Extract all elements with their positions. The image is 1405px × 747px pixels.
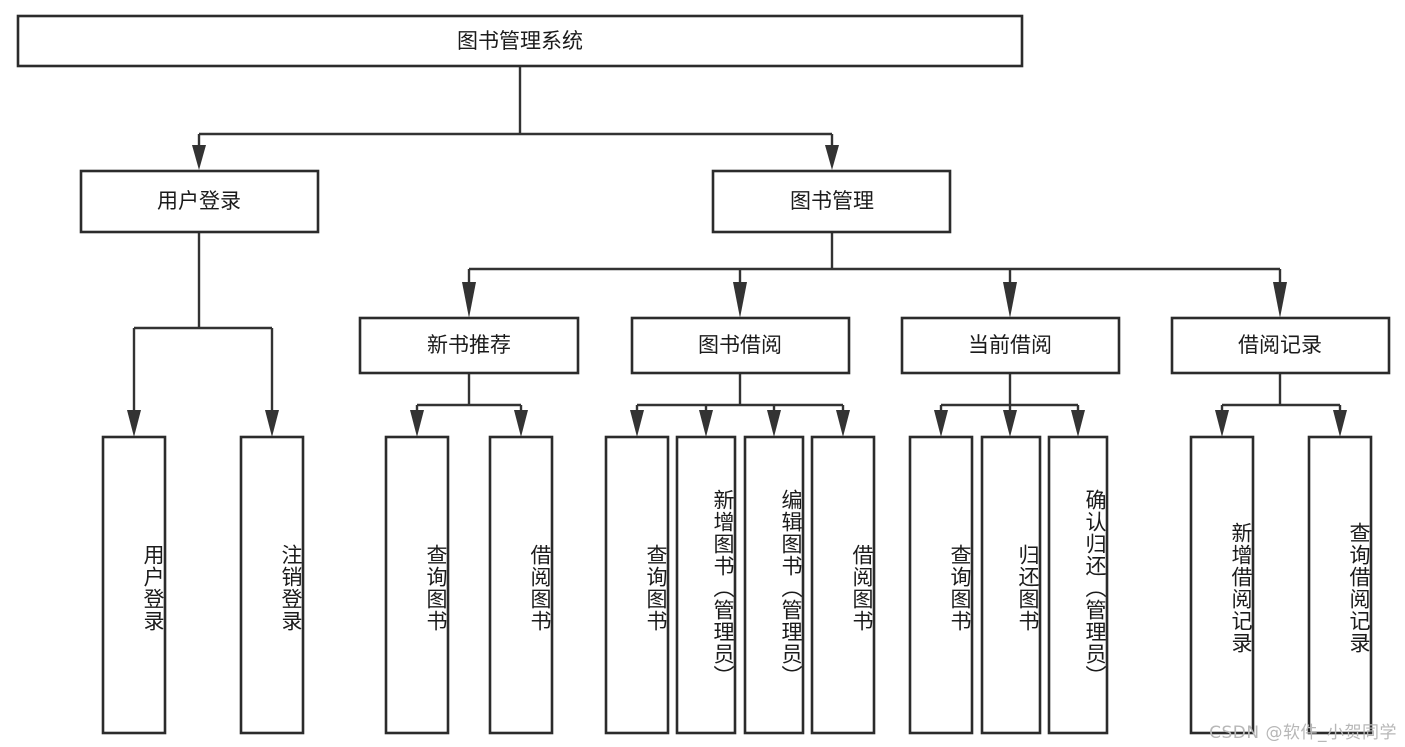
arrow-to-new-book-recommend [462,282,476,318]
leaf-borrow-book-1-label: 借阅图书 [528,544,552,632]
leaf-query-record-box[interactable] [1307,435,1373,735]
new-book-recommend-label: 新书推荐 [427,333,511,357]
arrow-to-leaf-return-book [1003,410,1017,437]
arrow-to-leaf-add-record [1215,410,1229,437]
leaf-borrow-book-2-box[interactable] [810,435,876,735]
leaf-edit-book-label: 编辑图书（管理员） [779,489,803,687]
leaf-logout-label-cell: 注销登录 [241,437,303,733]
leaf-query-book-3-box[interactable] [908,435,974,735]
leaf-query-book-3[interactable]: 查询图书 [908,435,974,735]
leaf-add-book-label-cell: 新增图书（管理员） [677,437,735,733]
leaf-return-book-label-cell: 归还图书 [982,437,1040,733]
arrow-to-book-borrow [733,282,747,318]
node-user-login[interactable]: 用户登录 [79,169,320,234]
leaf-borrow-book-2-label-cell: 借阅图书 [812,437,874,733]
leaf-logout-label: 注销登录 [279,544,303,632]
arrow-to-leaf-borrow-book-1 [514,410,528,437]
arrow-to-current-borrow [1003,282,1017,318]
node-book-management[interactable]: 图书管理 [711,169,952,234]
book-management-label: 图书管理 [790,189,874,213]
arrow-to-leaf-logout [265,410,279,437]
leaf-borrow-book-2-label: 借阅图书 [850,544,874,632]
leaf-user-login-label-cell: 用户登录 [103,437,165,733]
leaf-query-record[interactable]: 查询借阅记录 [1307,435,1373,735]
leaf-confirm-return-label: 确认归还（管理员） [1083,489,1107,687]
arrow-to-leaf-query-book-2 [630,410,644,437]
leaf-query-record-label-cell: 查询借阅记录 [1309,437,1371,733]
arrow-to-leaf-user-login [127,410,141,437]
arrow-to-leaf-query-record [1333,410,1347,437]
user-login-box[interactable] [79,169,320,234]
leaf-add-record-label: 新增借阅记录 [1229,522,1253,654]
leaf-borrow-book-2[interactable]: 借阅图书 [810,435,876,735]
node-root[interactable]: 图书管理系统 [16,14,1024,68]
arrow-to-leaf-query-book-1 [410,410,424,437]
leaf-query-record-label: 查询借阅记录 [1347,522,1371,654]
leaf-query-book-2[interactable]: 查询图书 [604,435,670,735]
new-book-recommend-box[interactable] [358,316,580,375]
root-box[interactable] [16,14,1024,68]
leaf-borrow-book-1-box[interactable] [488,435,554,735]
leaf-query-book-1[interactable]: 查询图书 [384,435,450,735]
root-label: 图书管理系统 [457,29,583,53]
leaf-query-book-1-box[interactable] [384,435,450,735]
leaf-confirm-return-label-cell: 确认归还（管理员） [1049,437,1107,733]
leaf-add-book-label: 新增图书（管理员） [711,489,735,687]
leaf-add-book-box[interactable] [675,435,737,735]
arrow-to-leaf-confirm-return [1071,410,1085,437]
arrow-to-user-login [192,145,206,170]
arrow-to-borrow-record [1273,282,1287,318]
leaf-add-record[interactable]: 新增借阅记录 [1189,435,1255,735]
leaf-query-book-2-box[interactable] [604,435,670,735]
leaf-query-book-2-label: 查询图书 [644,544,668,632]
leaf-user-login-box[interactable] [101,435,167,735]
leaf-borrow-book-1[interactable]: 借阅图书 [488,435,554,735]
arrow-to-leaf-borrow-book-2 [836,410,850,437]
book-borrow-box[interactable] [630,316,851,375]
current-borrow-box[interactable] [900,316,1121,375]
borrow-record-label: 借阅记录 [1238,333,1322,357]
leaf-return-book-label: 归还图书 [1016,544,1040,632]
leaf-edit-book-label-cell: 编辑图书（管理员） [745,437,803,733]
leaf-add-record-box[interactable] [1189,435,1255,735]
leaf-edit-book[interactable]: 编辑图书（管理员） [743,435,805,735]
leaf-return-book-box[interactable] [980,435,1042,735]
book-management-box[interactable] [711,169,952,234]
leaf-user-login[interactable]: 用户登录 [101,435,167,735]
node-book-borrow[interactable]: 图书借阅 [630,316,851,375]
leaf-confirm-return[interactable]: 确认归还（管理员） [1047,435,1109,735]
leaf-query-book-1-label-cell: 查询图书 [386,437,448,733]
leaf-confirm-return-box[interactable] [1047,435,1109,735]
leaf-query-book-1-label: 查询图书 [424,544,448,632]
leaf-query-book-2-label-cell: 查询图书 [606,437,668,733]
leaf-query-book-3-label-cell: 查询图书 [910,437,972,733]
leaf-logout[interactable]: 注销登录 [239,435,305,735]
arrow-to-leaf-query-book-3 [934,410,948,437]
borrow-record-box[interactable] [1170,316,1391,375]
leaf-add-record-label-cell: 新增借阅记录 [1191,437,1253,733]
book-borrow-label: 图书借阅 [698,333,782,357]
arrow-to-leaf-edit-book [767,410,781,437]
node-new-book-recommend[interactable]: 新书推荐 [358,316,580,375]
leaf-user-login-label: 用户登录 [141,544,165,632]
arrow-to-book-management [825,145,839,170]
leaf-edit-book-box[interactable] [743,435,805,735]
leaf-return-book[interactable]: 归还图书 [980,435,1042,735]
user-login-label: 用户登录 [157,189,241,213]
leaf-query-book-3-label: 查询图书 [948,544,972,632]
leaf-logout-box[interactable] [239,435,305,735]
node-current-borrow[interactable]: 当前借阅 [900,316,1121,375]
connector-layer [127,66,1347,437]
leaf-borrow-book-1-label-cell: 借阅图书 [490,437,552,733]
current-borrow-label: 当前借阅 [968,333,1052,357]
node-borrow-record[interactable]: 借阅记录 [1170,316,1391,375]
leaf-add-book[interactable]: 新增图书（管理员） [675,435,737,735]
arrow-to-leaf-add-book [699,410,713,437]
